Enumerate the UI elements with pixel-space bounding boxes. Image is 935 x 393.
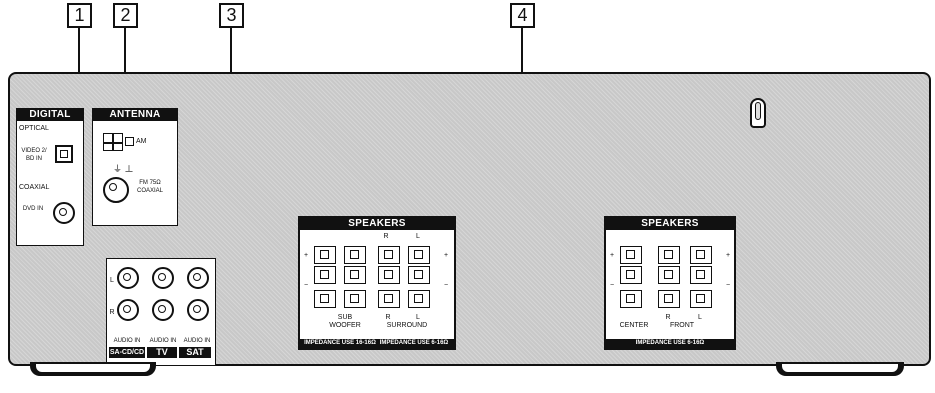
- surround-l-minus-terminal[interactable]: [408, 266, 430, 284]
- surround-r-minus-terminal[interactable]: [378, 266, 400, 284]
- tv-label: TV: [147, 347, 177, 358]
- ground-icon: ⏚ ⊥: [113, 164, 134, 174]
- tv-l-jack[interactable]: [152, 267, 174, 289]
- sub-woofer-terminal-3[interactable]: [314, 290, 336, 308]
- impedance-left-1: IMPEDANCE USE 16-16Ω: [304, 340, 376, 346]
- surround-l-terminal-3[interactable]: [408, 290, 430, 308]
- am-terminal-icon[interactable]: [103, 133, 123, 151]
- am-square-icon: [125, 137, 134, 146]
- sub-woofer-plus-terminal[interactable]: [314, 246, 336, 264]
- left-foot: [30, 362, 156, 376]
- sub-woofer-terminal-4[interactable]: [344, 290, 366, 308]
- plus-icon: +: [303, 252, 309, 259]
- front-l-minus-terminal[interactable]: [690, 266, 712, 284]
- callout-2: 2: [113, 3, 138, 28]
- plus-icon: +: [443, 252, 449, 259]
- surround-r-terminal-3[interactable]: [378, 290, 400, 308]
- minus-icon: −: [609, 282, 615, 289]
- sub-woofer-minus-terminal[interactable]: [314, 266, 336, 284]
- plus-icon: +: [609, 252, 615, 259]
- sat-label: SAT: [179, 347, 211, 358]
- sub-woofer-label: SUB WOOFER: [329, 314, 361, 329]
- minus-icon: −: [443, 282, 449, 289]
- impedance-left-2: IMPEDANCE USE 6-16Ω: [379, 340, 449, 346]
- antenna-panel: ANTENNA AM ⏚ ⊥ FM 75Ω COAXIAL: [92, 108, 178, 226]
- digital-panel: DIGITAL OPTICAL VIDEO 2/ BD IN COAXIAL D…: [16, 108, 84, 246]
- receiver-rear-panel: DIGITAL OPTICAL VIDEO 2/ BD IN COAXIAL D…: [8, 72, 931, 366]
- speakers-panel-left: SPEAKERS R L + − + − SUB WOOFER R L SURR…: [298, 216, 456, 350]
- callout-3: 3: [219, 3, 244, 28]
- leader-2: [124, 27, 126, 89]
- center-label: CENTER: [619, 322, 649, 329]
- sa-cd-audio-in-label: AUDIO IN: [113, 338, 141, 344]
- front-l-plus-terminal[interactable]: [690, 246, 712, 264]
- front-l-terminal-3[interactable]: [690, 290, 712, 308]
- sat-l-jack[interactable]: [187, 267, 209, 289]
- tv-audio-in-label: AUDIO IN: [149, 338, 177, 344]
- sub-woofer-plus-terminal-2[interactable]: [344, 246, 366, 264]
- front-r-terminal-3[interactable]: [658, 290, 680, 308]
- front-r-label: R: [665, 314, 671, 321]
- center-plus-terminal[interactable]: [620, 246, 642, 264]
- callout-1: 1: [67, 3, 92, 28]
- minus-icon: −: [303, 282, 309, 289]
- fm-coaxial-jack[interactable]: [103, 177, 129, 203]
- audio-l-label: L: [110, 277, 114, 284]
- front-r-plus-terminal[interactable]: [658, 246, 680, 264]
- fm-label: FM 75Ω COAXIAL: [136, 180, 163, 194]
- front-label: FRONT: [669, 322, 695, 329]
- sa-cd-l-jack[interactable]: [117, 267, 139, 289]
- front-l-label: L: [698, 314, 702, 321]
- audio-r-label: R: [109, 309, 115, 316]
- surround-l-sub-label: L: [416, 314, 420, 321]
- center-terminal-3[interactable]: [620, 290, 642, 308]
- center-minus-terminal[interactable]: [620, 266, 642, 284]
- surround-r-plus-terminal[interactable]: [378, 246, 400, 264]
- digital-title: DIGITAL: [17, 109, 83, 121]
- speakers-left-r-label: R: [383, 233, 389, 240]
- power-cord-clip-icon: [746, 94, 772, 134]
- minus-icon: −: [725, 282, 731, 289]
- surround-label: SURROUND: [386, 322, 428, 329]
- speakers-right-title: SPEAKERS: [606, 218, 734, 230]
- optical-jack[interactable]: [55, 145, 73, 163]
- sa-cd-label: SA-CD/CD: [109, 347, 145, 358]
- dvd-in-label: DVD IN: [22, 206, 44, 212]
- am-label: AM: [136, 138, 147, 145]
- sat-r-jack[interactable]: [187, 299, 209, 321]
- coaxial-jack[interactable]: [53, 202, 75, 224]
- front-r-minus-terminal[interactable]: [658, 266, 680, 284]
- tv-r-jack[interactable]: [152, 299, 174, 321]
- sat-audio-in-label: AUDIO IN: [183, 338, 211, 344]
- speakers-right-impedance-footer: IMPEDANCE USE 6-16Ω: [606, 339, 734, 348]
- speakers-left-l-label: L: [416, 233, 420, 240]
- right-foot: [776, 362, 904, 376]
- video2-bd-in-label: VIDEO 2/ BD IN: [21, 148, 47, 162]
- sa-cd-r-jack[interactable]: [117, 299, 139, 321]
- coaxial-label: COAXIAL: [19, 184, 50, 191]
- leader-1: [78, 27, 80, 107]
- surround-r-sub-label: R: [385, 314, 391, 321]
- sub-woofer-minus-terminal-2[interactable]: [344, 266, 366, 284]
- surround-l-plus-terminal[interactable]: [408, 246, 430, 264]
- speakers-left-title: SPEAKERS: [300, 218, 454, 230]
- antenna-title: ANTENNA: [93, 109, 177, 121]
- plus-icon: +: [725, 252, 731, 259]
- callout-4: 4: [510, 3, 535, 28]
- audio-in-panel: L R AUDIO IN AUDIO IN AUDIO IN SA-CD/CD …: [106, 258, 216, 366]
- speakers-panel-right: SPEAKERS + − + − R L CENTER FRONT IMPEDA…: [604, 216, 736, 350]
- optical-label: OPTICAL: [19, 125, 49, 132]
